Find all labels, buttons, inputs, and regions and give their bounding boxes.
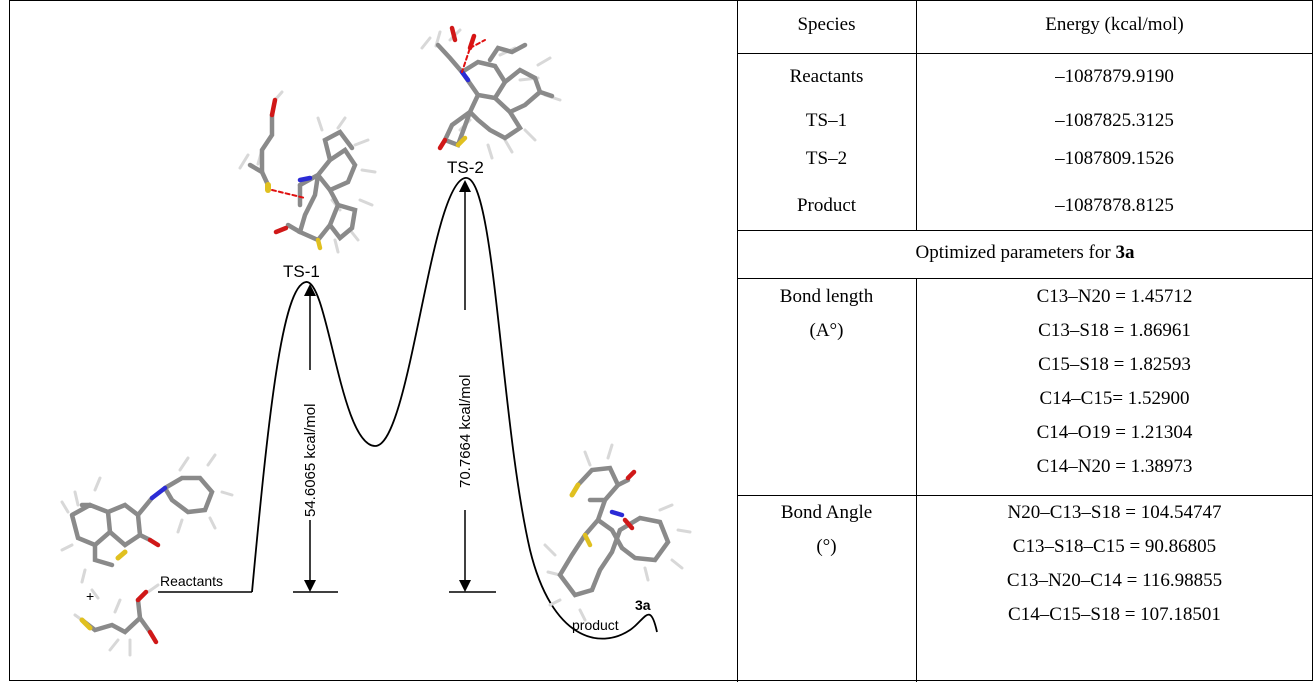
ts2-molecule — [420, 25, 562, 160]
bond-angle-3: C13–N20–C14 = 116.98855 — [1006, 570, 1223, 591]
species-product: Product — [796, 195, 857, 216]
bond-length-3: C15–S18 = 1.82593 — [1038, 354, 1191, 375]
barrier2-label: 70.7664 kcal/mol — [457, 375, 474, 488]
bond-length-6: C14–N20 = 1.38973 — [1036, 456, 1193, 477]
ts2-label: TS-2 — [447, 158, 484, 177]
species-ts2: TS–2 — [805, 148, 848, 169]
energy-curve — [251, 177, 658, 640]
optimized-prefix: Optimized parameters for — [915, 242, 1116, 263]
bond-length-4: C14–C15= 1.52900 — [1039, 388, 1190, 409]
energy-reactants: –1087879.9190 — [1055, 66, 1174, 87]
table-top-border — [737, 0, 1313, 1]
bond-angle-1: N20–C13–S18 = 104.54747 — [1007, 502, 1222, 523]
table-energy-rule — [737, 230, 1313, 231]
product-molecule — [543, 443, 692, 622]
ts1-molecule — [238, 90, 377, 254]
energy-profile-diagram: 54.6065 kcal/mol 70.7664 kcal/mol TS-1 T… — [60, 25, 692, 657]
energy-ts1: –1087825.3125 — [1055, 110, 1174, 131]
bond-length-5: C14–O19 = 1.21304 — [1036, 422, 1193, 443]
species-ts1: TS–1 — [805, 110, 848, 131]
bond-length-1: C13–N20 = 1.45712 — [1036, 286, 1193, 307]
product-id-label: 3a — [635, 597, 651, 613]
bond-length-label: Bond length — [779, 286, 874, 307]
bond-length-2: C13–S18 = 1.86961 — [1038, 320, 1191, 341]
barrier1-label: 54.6065 kcal/mol — [302, 404, 319, 517]
species-reactants: Reactants — [789, 66, 864, 87]
ts1-label: TS-1 — [283, 262, 320, 281]
bond-length-unit: (A°) — [809, 320, 844, 341]
bond-angle-2: C13–S18–C15 = 90.86805 — [1012, 536, 1217, 557]
reactant1-molecule — [60, 453, 234, 584]
reactant2-molecule — [73, 583, 160, 657]
header-energy: Energy (kcal/mol) — [1045, 14, 1184, 35]
table-optimized-rule — [737, 278, 1313, 279]
energy-product: –1087878.8125 — [1055, 195, 1174, 216]
outer-frame — [9, 0, 1313, 681]
energy-ts2: –1087809.1526 — [1055, 148, 1174, 169]
table-bond-length-rule — [737, 495, 1313, 496]
optimized-parameters-heading: Optimized parameters for 3a — [737, 242, 1313, 264]
table-col-divider-bottom — [916, 278, 917, 682]
bond-angle-unit: (°) — [816, 536, 837, 557]
reactants-label: Reactants — [160, 573, 223, 589]
optimized-compound-id: 3a — [1115, 242, 1135, 263]
plus-sign: + — [86, 588, 94, 604]
table-left-border — [737, 0, 738, 682]
product-label: product — [572, 617, 619, 633]
table-header-rule — [737, 53, 1313, 54]
header-species: Species — [797, 14, 856, 35]
bond-angle-label: Bond Angle — [780, 502, 873, 523]
table-col-divider-top — [916, 0, 917, 230]
bond-angle-4: C14–C15–S18 = 107.18501 — [1008, 604, 1221, 625]
